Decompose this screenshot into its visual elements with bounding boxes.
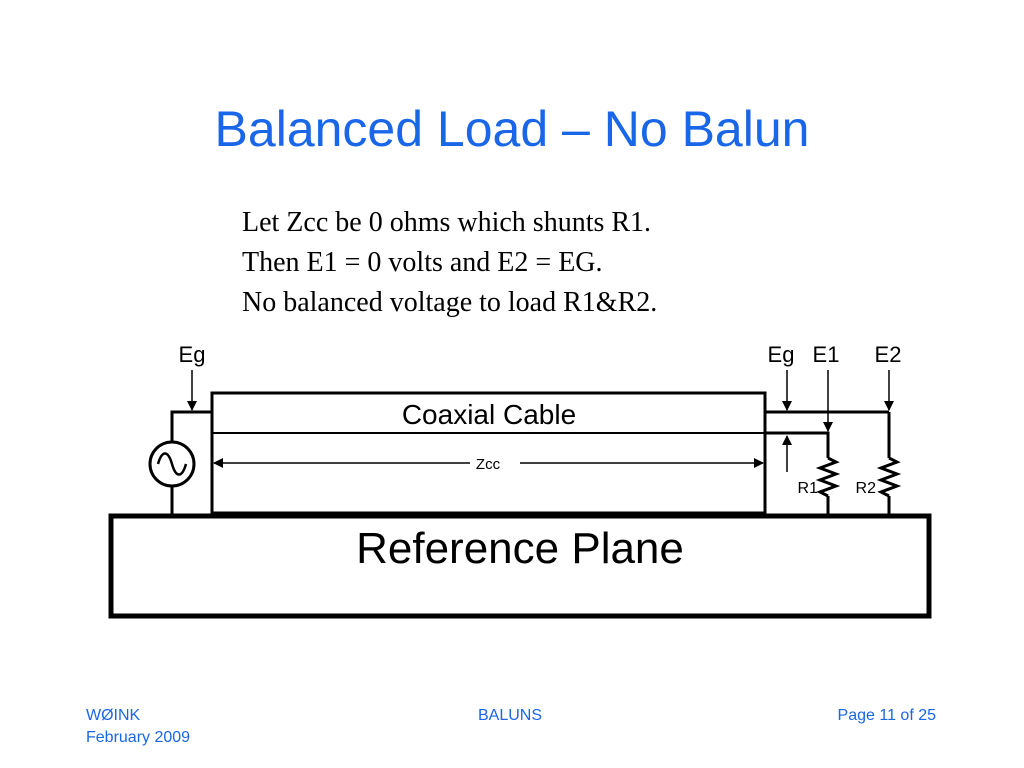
r2-label: R2	[856, 480, 877, 497]
e1-label: E1	[813, 342, 840, 367]
reference-plane-label: Reference Plane	[356, 524, 684, 573]
footer-author: WØINK	[86, 707, 141, 724]
e2-label: E2	[875, 342, 902, 367]
body-text: Let Zcc be 0 ohms which shunts R1. Then …	[242, 203, 657, 323]
reference-plane-box	[108, 513, 932, 619]
footer-left: WØINK February 2009	[86, 705, 190, 749]
source-wire-top	[170, 410, 212, 442]
r2-resistor	[876, 456, 902, 498]
body-line-1: Let Zcc be 0 ohms which shunts R1.	[242, 207, 652, 238]
coaxial-cable-label: Coaxial Cable	[402, 399, 576, 430]
source-eg-label: Eg	[179, 342, 206, 367]
load-wire-center	[765, 431, 830, 458]
coaxial-cable-outer	[210, 391, 767, 515]
r1-label: R1	[798, 480, 819, 497]
r1-resistor	[815, 456, 841, 498]
load-eg-label: Eg	[768, 342, 795, 367]
sine-wave-icon	[156, 452, 188, 476]
footer-page-number: Page 11 of 25	[837, 707, 936, 724]
zcc-label: Zcc	[476, 456, 501, 473]
footer-topic: BALUNS	[478, 707, 543, 724]
footer-date: February 2009	[86, 729, 191, 746]
body-line-2: Then E1 = 0 volts and E2 = EG.	[242, 247, 603, 278]
body-line-3: No balanced voltage to load R1&R2.	[242, 287, 658, 318]
slide-title: Balanced Load – No Balun	[214, 101, 810, 157]
